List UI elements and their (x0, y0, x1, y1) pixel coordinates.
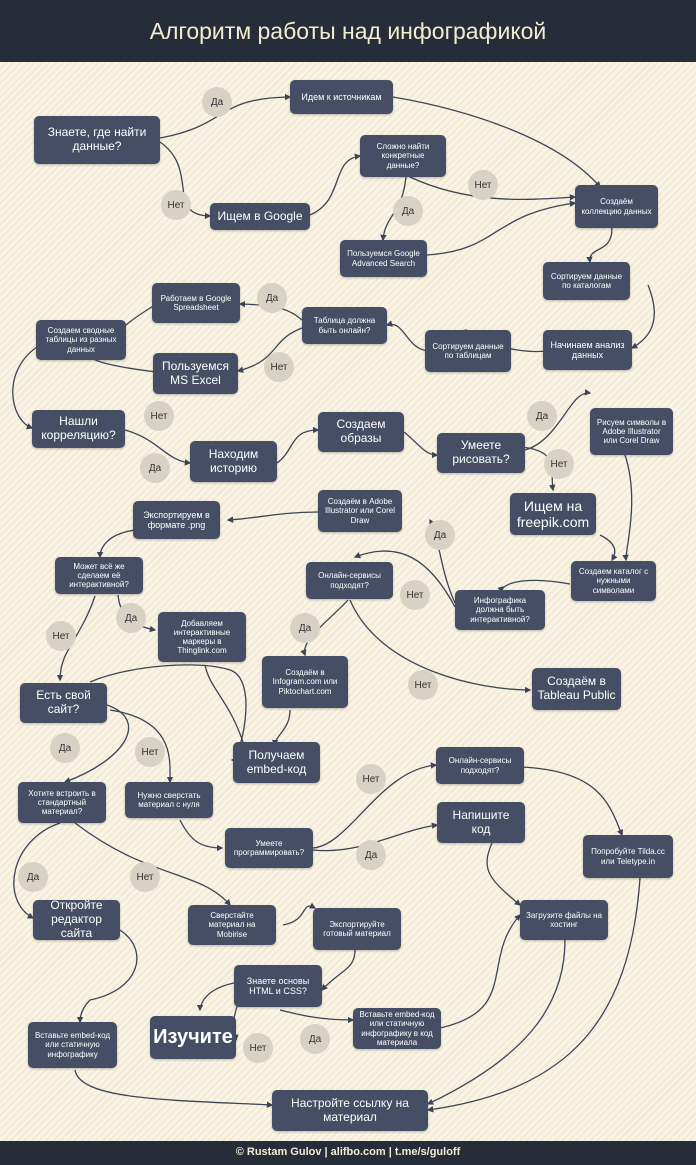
node-find-story: Находим историю (190, 441, 277, 482)
node-create-collection: Создаём коллекцию данных (575, 185, 658, 228)
label-yes: Да (202, 87, 232, 117)
node-advanced-search: Пользуемся Google Advanced Search (340, 240, 427, 277)
node-search-google: Ищем в Google (210, 203, 310, 230)
label-no: Нет (468, 170, 498, 200)
node-hard-to-find: Сложно найти конкретные данные? (360, 135, 446, 177)
node-sort-tables: Сортируем данные по таблицам (425, 330, 511, 372)
label-yes: Да (50, 733, 80, 763)
label-yes: Да (116, 603, 146, 633)
node-open-editor: Откройте редактор сайта (33, 898, 120, 940)
node-infogram: Создаём в Infogram.com или Piktochart.co… (262, 656, 348, 708)
node-build-scratch: Нужно сверстать материал с нуля (125, 782, 213, 818)
node-search-freepik: Ищем на freepik.com (510, 493, 596, 535)
node-symbols-catalog: Создаем каталог с нужными символами (571, 561, 656, 601)
node-google-spreadsheet: Работаем в Google Spreadsheet (152, 283, 240, 323)
node-have-site: Есть свой сайт? (20, 683, 107, 723)
node-make-interactive: Может всё же сделаем её интерактивной? (55, 557, 143, 594)
node-learn: Изучите (150, 1016, 236, 1059)
label-no: Нет (46, 621, 76, 651)
node-interactive-q: Инфографика должна быть интерактивной? (455, 590, 545, 630)
node-online-services-2: Онлайн-сервисы подходят? (436, 747, 524, 784)
label-no: Нет (400, 580, 430, 610)
label-yes: Да (356, 840, 386, 870)
label-yes: Да (425, 520, 455, 550)
node-try-tilda: Попробуйте Tilda.cc или Teletype.in (583, 835, 673, 878)
label-no: Нет (544, 449, 574, 479)
label-no: Нет (144, 401, 174, 431)
label-no: Нет (264, 352, 294, 382)
label-yes: Да (527, 401, 557, 431)
label-yes: Да (393, 196, 423, 226)
node-ms-excel: Пользуемся MS Excel (153, 353, 238, 394)
node-thinglink: Добавляем интерактивные маркеры в Thingl… (158, 612, 246, 662)
footer-bar: © Rustam Gulov | alifbo.com | t.me/s/gul… (0, 1141, 696, 1165)
node-sort-catalogs: Сортируем данные по каталогам (543, 262, 630, 300)
node-embed-standard: Хотите встроить в стандартный материал? (18, 782, 106, 823)
label-yes: Да (18, 862, 48, 892)
node-know-where: Знаете, где найти данные? (34, 116, 160, 164)
node-tableau: Создаём в Tableau Public (532, 668, 621, 710)
node-draw-symbols: Рисуем символы в Adobe Illustrator или C… (590, 408, 673, 455)
header-bar: Алгоритм работы над инфографикой (0, 0, 696, 62)
label-yes: Да (290, 613, 320, 643)
label-no: Нет (356, 764, 386, 794)
node-create-images: Создаем образы (318, 412, 404, 452)
label-yes: Да (140, 453, 170, 483)
node-mobirise: Сверстайте материал на Mobirise (188, 905, 276, 945)
node-setup-link: Настройте ссылку на материал (272, 1090, 428, 1131)
node-create-illustrator: Создаём в Adobe Illustrator или Corel Dr… (318, 490, 402, 532)
node-table-online: Таблица должна быть онлайн? (302, 307, 387, 344)
node-start-analysis: Начинаем анализ данных (543, 330, 632, 370)
node-can-program: Умеете программировать? (225, 828, 313, 868)
node-know-html: Знаете основы HTML и CSS? (234, 965, 322, 1007)
node-get-embed: Получаем embed-код (233, 742, 320, 783)
node-export-ready: Экспортируйте готовый материал (313, 908, 401, 950)
node-write-code: Напишите код (437, 802, 525, 843)
node-can-draw: Умеете рисовать? (437, 433, 525, 473)
label-no: Нет (135, 737, 165, 767)
label-no: Нет (243, 1033, 273, 1063)
credits-text: © Rustam Gulov | alifbo.com | t.me/s/gul… (235, 1146, 461, 1158)
label-no: Нет (161, 190, 191, 220)
node-online-services-1: Онлайн-сервисы подходят? (306, 562, 393, 599)
label-yes: Да (300, 1024, 330, 1054)
label-no: Нет (408, 670, 438, 700)
node-go-sources: Идем к источникам (290, 80, 393, 114)
label-yes: Да (257, 283, 287, 313)
label-no: Нет (130, 862, 160, 892)
node-upload-hosting: Загрузите файлы на хостинг (520, 900, 608, 940)
node-found-correlation: Нашли корреляцию? (32, 410, 125, 448)
page-title: Алгоритм работы над инфографикой (149, 18, 547, 44)
node-export-png: Экспортируем в формате .png (133, 501, 220, 539)
node-paste-embed-static: Вставьте embed-код или статичную инфогра… (28, 1022, 117, 1068)
node-paste-embed-code: Вставьте embed-код или статичную инфогра… (353, 1008, 441, 1049)
node-pivot-tables: Создаем сводные таблицы из разных данных (36, 320, 126, 360)
